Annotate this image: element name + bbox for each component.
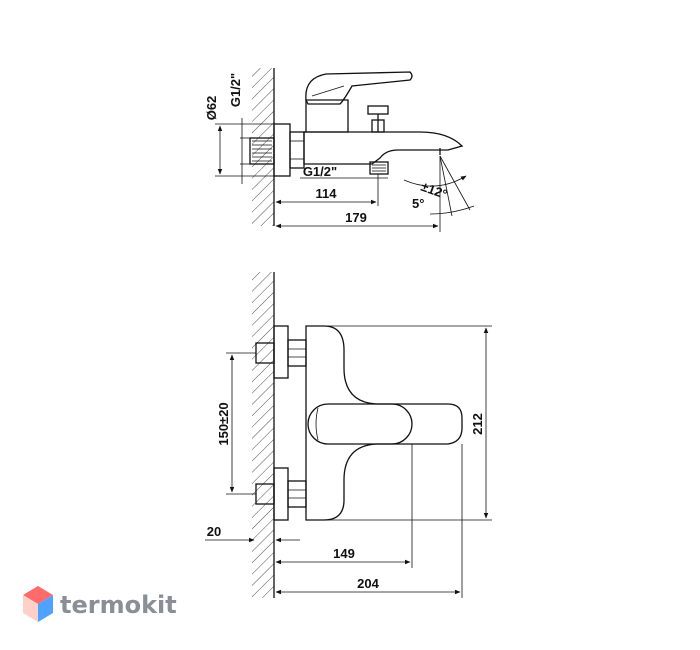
dim-149-label: 149 (333, 546, 355, 561)
termokit-logo-icon (23, 586, 53, 622)
dim-diameter-label: Ø62 (204, 96, 219, 121)
dim-thread-outlet-label: G1/2" (303, 164, 337, 179)
diverter-knob (367, 105, 389, 115)
upper-nut (287, 339, 307, 367)
lower-nut (287, 480, 307, 508)
union-nut (289, 131, 305, 169)
fitting-thread (252, 140, 272, 162)
brand-watermark: termokit (23, 586, 177, 622)
lever-handle (305, 71, 413, 105)
brand-name: termokit (60, 591, 177, 619)
wall-hatch-top (252, 68, 274, 226)
shower-outlet (369, 161, 389, 175)
dim-114-label: 114 (316, 186, 338, 201)
side-view: Ø62 G1/2" G1/2" 114 179 ±12° 5° (204, 68, 475, 232)
dim-212-label: 212 (470, 413, 485, 435)
dim-thread-wall-label: G1/2" (228, 73, 243, 107)
dim-179-label: 179 (345, 210, 367, 225)
dim-angle-5-label: 5° (412, 196, 424, 211)
upper-escutcheon (273, 325, 289, 379)
lower-escutcheon (273, 467, 289, 521)
dim-204-label: 204 (357, 576, 379, 591)
dim-height-range-label: 150±20 (216, 402, 231, 445)
mixer-body-front (305, 325, 463, 521)
lever-front (307, 403, 413, 445)
front-view: 150±20 20 149 204 212 (205, 272, 492, 598)
angle-arc-5 (429, 205, 475, 215)
dim-20-label: 20 (207, 524, 221, 539)
wall-hatch-front (252, 272, 274, 598)
angle-arc-12 (403, 175, 467, 187)
spout (303, 131, 464, 165)
mixer-body-column (304, 99, 349, 133)
escutcheon (273, 123, 291, 177)
